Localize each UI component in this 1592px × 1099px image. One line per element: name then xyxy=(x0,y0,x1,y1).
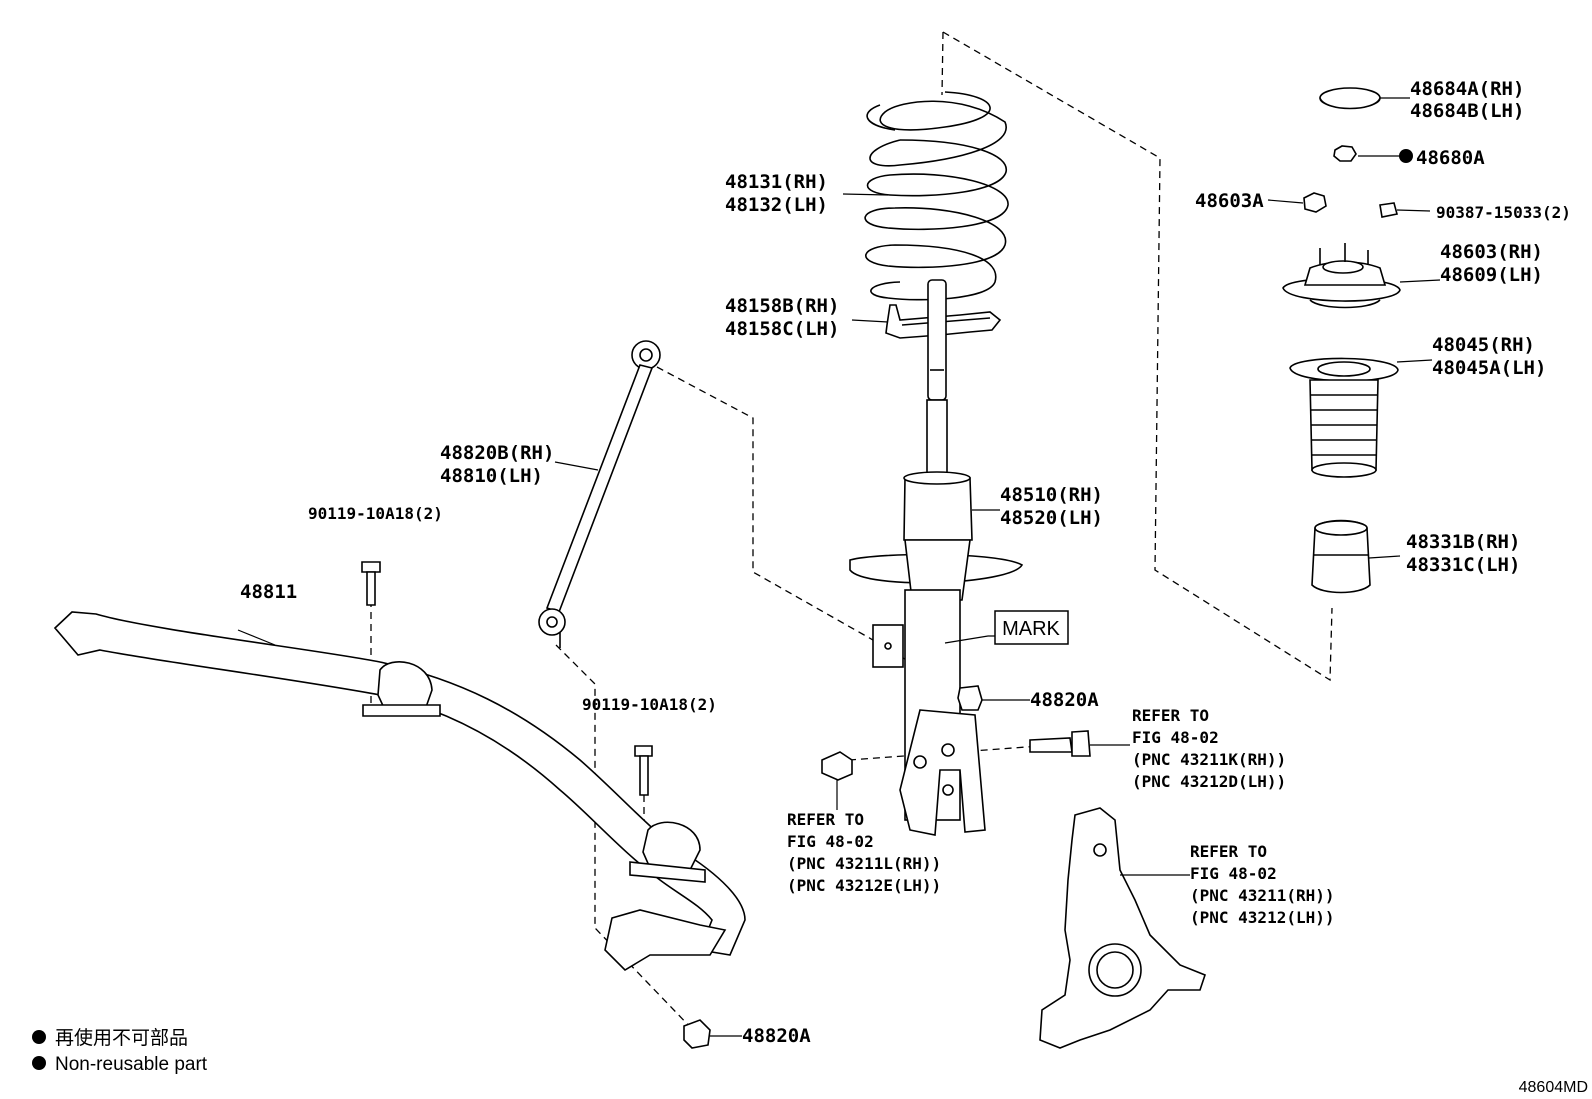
leader-48603 xyxy=(1399,279,1441,283)
legend: 再使用不可部品 Non-reusable part xyxy=(32,1027,208,1075)
bolt-90119-mid xyxy=(634,745,653,796)
ref-bolt-line4: (PNC 43212D(LH)) xyxy=(1132,772,1286,791)
legend-line1: 再使用不可部品 xyxy=(55,1027,188,1049)
bolt-90119-top xyxy=(361,561,381,606)
ref-nut-line4: (PNC 43212E(LH)) xyxy=(787,876,941,895)
label-90119-top: 90119-10A18(2) xyxy=(308,504,443,523)
label-48820A-bottom: 48820A xyxy=(742,1025,811,1047)
mark-callout: MARK xyxy=(944,610,1069,645)
label-48680A: 48680A xyxy=(1416,147,1485,169)
mark-label: MARK xyxy=(1002,618,1060,640)
label-48158C: 48158C(LH) xyxy=(725,318,839,340)
support-48603 xyxy=(1282,243,1401,309)
shock-absorber xyxy=(849,279,1024,836)
label-48820B: 48820B(RH) xyxy=(440,442,554,464)
leader-48158 xyxy=(851,319,889,323)
label-48603: 48603(RH) xyxy=(1440,241,1543,263)
label-48820A-top: 48820A xyxy=(1030,689,1099,711)
leader-90387 xyxy=(1396,209,1431,212)
nut-48680A xyxy=(1333,145,1357,162)
refer-block-bolt: REFER TO FIG 48-02 (PNC 43211K(RH)) (PNC… xyxy=(1132,706,1286,791)
label-48810: 48810(LH) xyxy=(440,465,543,487)
leader-48131 xyxy=(842,193,889,196)
nut-48820A-bottom xyxy=(683,1019,711,1049)
refer-block-nut: REFER TO FIG 48-02 (PNC 43211L(RH)) (PNC… xyxy=(787,810,941,895)
ref-bolt-line1: REFER TO xyxy=(1132,706,1209,725)
nut-48820A-top xyxy=(957,685,983,711)
label-48609: 48609(LH) xyxy=(1440,264,1543,286)
steering-knuckle xyxy=(1039,807,1206,1049)
label-48045A: 48045A(LH) xyxy=(1432,357,1546,379)
ref-nut-line1: REFER TO xyxy=(787,810,864,829)
ref-knuckle-line1: REFER TO xyxy=(1190,842,1267,861)
leader-48331 xyxy=(1368,555,1401,559)
ref-bolt-line2: FIG 48-02 xyxy=(1132,728,1219,747)
stabilizer-link xyxy=(538,340,661,648)
leader-48045 xyxy=(1396,359,1433,363)
label-48331B: 48331B(RH) xyxy=(1406,531,1520,553)
label-48131: 48131(RH) xyxy=(725,171,828,193)
legend-dot-icon-1 xyxy=(32,1030,46,1044)
strut-nut xyxy=(821,751,853,781)
ref-knuckle-line3: (PNC 43211(RH)) xyxy=(1190,886,1335,905)
label-90119-mid: 90119-10A18(2) xyxy=(582,695,717,714)
leader-48820B xyxy=(554,461,599,471)
label-48331C: 48331C(LH) xyxy=(1406,554,1520,576)
non-reusable-dot-48680A xyxy=(1399,149,1413,163)
bumper-48331 xyxy=(1311,519,1371,594)
label-90387: 90387-15033(2) xyxy=(1436,203,1571,222)
label-48520: 48520(LH) xyxy=(1000,507,1103,529)
label-48045: 48045(RH) xyxy=(1432,334,1535,356)
dust-cap-48684 xyxy=(1319,87,1381,110)
bushing-bracket-left xyxy=(362,661,441,717)
bushing-bracket-right xyxy=(629,821,706,883)
ref-bolt-line3: (PNC 43211K(RH)) xyxy=(1132,750,1286,769)
figure-code: 48604MD xyxy=(1519,1079,1588,1096)
label-48510: 48510(RH) xyxy=(1000,484,1103,506)
coil-spring xyxy=(864,91,1009,301)
seat-boot-48045 xyxy=(1289,357,1399,478)
label-48684A: 48684A(RH) xyxy=(1410,78,1524,100)
label-48684B: 48684B(LH) xyxy=(1410,100,1524,122)
ref-nut-line3: (PNC 43211L(RH)) xyxy=(787,854,941,873)
label-48811: 48811 xyxy=(240,581,297,603)
refer-block-knuckle: REFER TO FIG 48-02 (PNC 43211(RH)) (PNC … xyxy=(1190,842,1335,927)
label-48603A: 48603A xyxy=(1195,190,1264,212)
nut-48603A xyxy=(1303,192,1327,213)
legend-dot-icon-2 xyxy=(32,1056,46,1070)
label-48158B: 48158B(RH) xyxy=(725,295,839,317)
label-48132: 48132(LH) xyxy=(725,194,828,216)
legend-line2: Non-reusable part xyxy=(55,1054,208,1075)
ref-knuckle-line2: FIG 48-02 xyxy=(1190,864,1277,883)
leader-48603A xyxy=(1267,199,1304,204)
strut-bolt xyxy=(1029,730,1091,757)
ref-knuckle-line4: (PNC 43212(LH)) xyxy=(1190,908,1335,927)
ref-nut-line2: FIG 48-02 xyxy=(787,832,874,851)
nut-90387 xyxy=(1379,202,1398,218)
leader-48811 xyxy=(237,629,276,646)
